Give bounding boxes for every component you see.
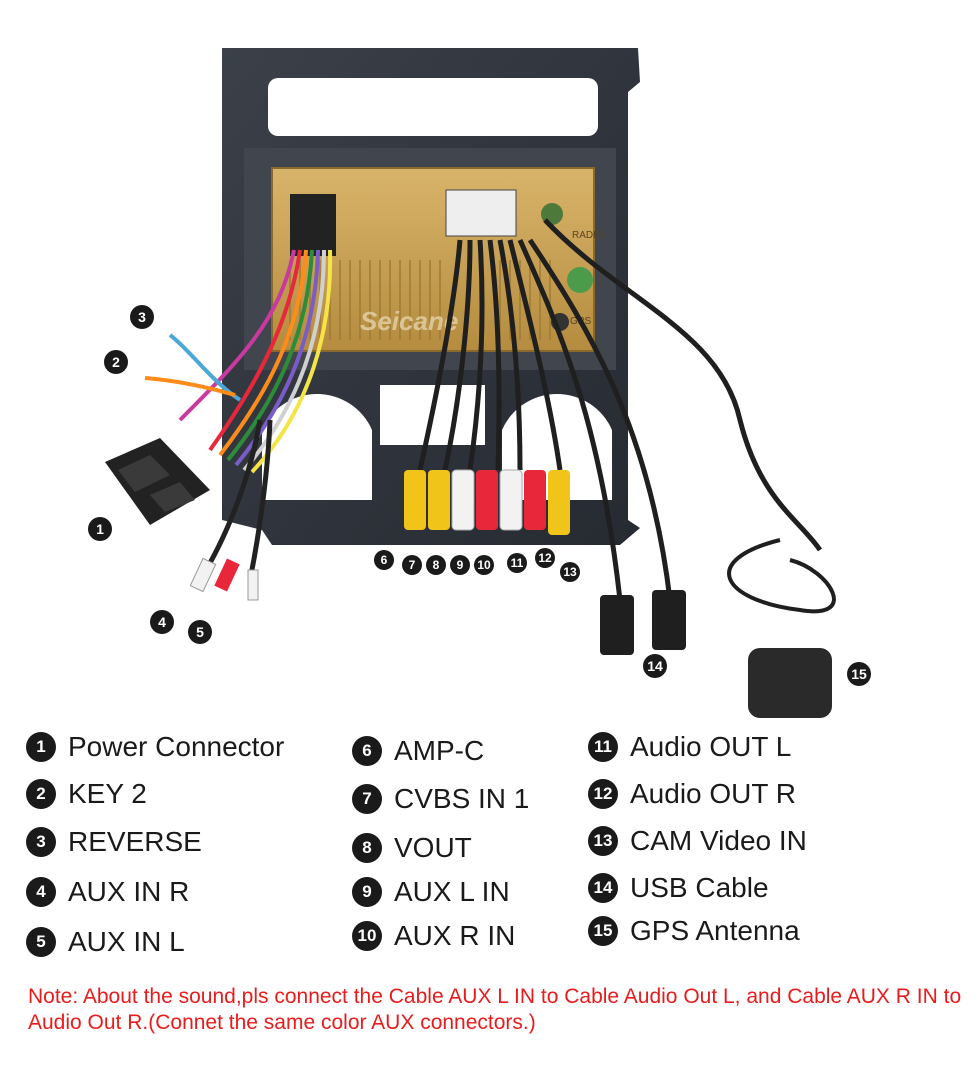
legend-item-7: 7 CVBS IN 1 [352, 783, 529, 815]
callout-11: 11 [507, 553, 527, 573]
legend-item-11: 11 Audio OUT L [588, 731, 791, 763]
rca-cables [404, 218, 823, 601]
legend-label: AUX IN L [68, 926, 185, 957]
legend-num: 4 [26, 877, 56, 907]
radio-port-label: RADIO [572, 230, 604, 241]
legend-num: 5 [26, 927, 56, 957]
callout-14: 14 [643, 654, 667, 678]
legend-label: AMP-C [394, 735, 485, 766]
power-harness-wires [144, 249, 333, 474]
callout-2: 2 [104, 350, 128, 374]
legend-num: 6 [352, 736, 382, 766]
legend-label: AUX R IN [394, 920, 516, 951]
callout-9: 9 [450, 555, 470, 575]
legend-num: 11 [588, 732, 618, 762]
legend-num: 7 [352, 784, 382, 814]
legend-item-4: 4 AUX IN R [26, 876, 189, 908]
legend-num: 13 [588, 826, 618, 856]
watermark: Seicane [360, 306, 458, 336]
legend-item-8: 8 VOUT [352, 832, 472, 864]
callout-6: 6 [374, 550, 394, 570]
legend-item-15: 15 GPS Antenna [588, 915, 800, 947]
legend-label: GPS Antenna [630, 915, 800, 946]
gps-antenna [727, 538, 836, 718]
legend-item-1: 1 Power Connector [26, 731, 284, 763]
legend-num: 10 [352, 921, 382, 951]
legend-label: Power Connector [68, 731, 285, 762]
legend-item-9: 9 AUX L IN [352, 876, 510, 908]
legend-item-2: 2 KEY 2 [26, 778, 147, 810]
callout-13: 13 [560, 562, 580, 582]
legend-item-3: 3 REVERSE [26, 826, 202, 858]
usb-cable [600, 590, 686, 655]
callout-7: 7 [402, 555, 422, 575]
product-photo: RADIO GPS Seicane [105, 48, 836, 718]
callout-3: 3 [130, 305, 154, 329]
callout-5: 5 [188, 620, 212, 644]
legend-label: CVBS IN 1 [394, 783, 530, 814]
aux-in-cables [189, 419, 273, 601]
legend-label: AUX IN R [68, 876, 190, 907]
legend-num: 12 [588, 779, 618, 809]
legend-num: 14 [588, 873, 618, 903]
legend-item-10: 10 AUX R IN [352, 920, 515, 952]
legend-item-13: 13 CAM Video IN [588, 825, 807, 857]
power-connector-block [105, 438, 210, 525]
legend-num: 2 [26, 779, 56, 809]
legend-label: REVERSE [68, 826, 202, 857]
legend-num: 9 [352, 877, 382, 907]
legend-label: Audio OUT L [630, 731, 792, 762]
legend-num: 1 [26, 732, 56, 762]
legend-label: KEY 2 [68, 778, 147, 809]
legend-item-12: 12 Audio OUT R [588, 778, 796, 810]
callout-12: 12 [535, 548, 555, 568]
legend-item-14: 14 USB Cable [588, 872, 769, 904]
sound-connection-note: Note: About the sound,pls connect the Ca… [28, 985, 962, 1034]
callout-8: 8 [426, 555, 446, 575]
legend-item-6: 6 AMP-C [352, 735, 484, 767]
legend-num: 15 [588, 916, 618, 946]
callout-15: 15 [847, 662, 871, 686]
legend-num: 3 [26, 827, 56, 857]
legend-num: 8 [352, 833, 382, 863]
callout-4: 4 [150, 610, 174, 634]
legend-label: Audio OUT R [630, 778, 796, 809]
legend-label: AUX L IN [394, 876, 510, 907]
callout-1: 1 [88, 517, 112, 541]
callout-10: 10 [474, 555, 494, 575]
legend-label: CAM Video IN [630, 825, 807, 856]
legend-item-5: 5 AUX IN L [26, 926, 185, 958]
legend-label: VOUT [394, 832, 472, 863]
legend-label: USB Cable [630, 872, 769, 903]
